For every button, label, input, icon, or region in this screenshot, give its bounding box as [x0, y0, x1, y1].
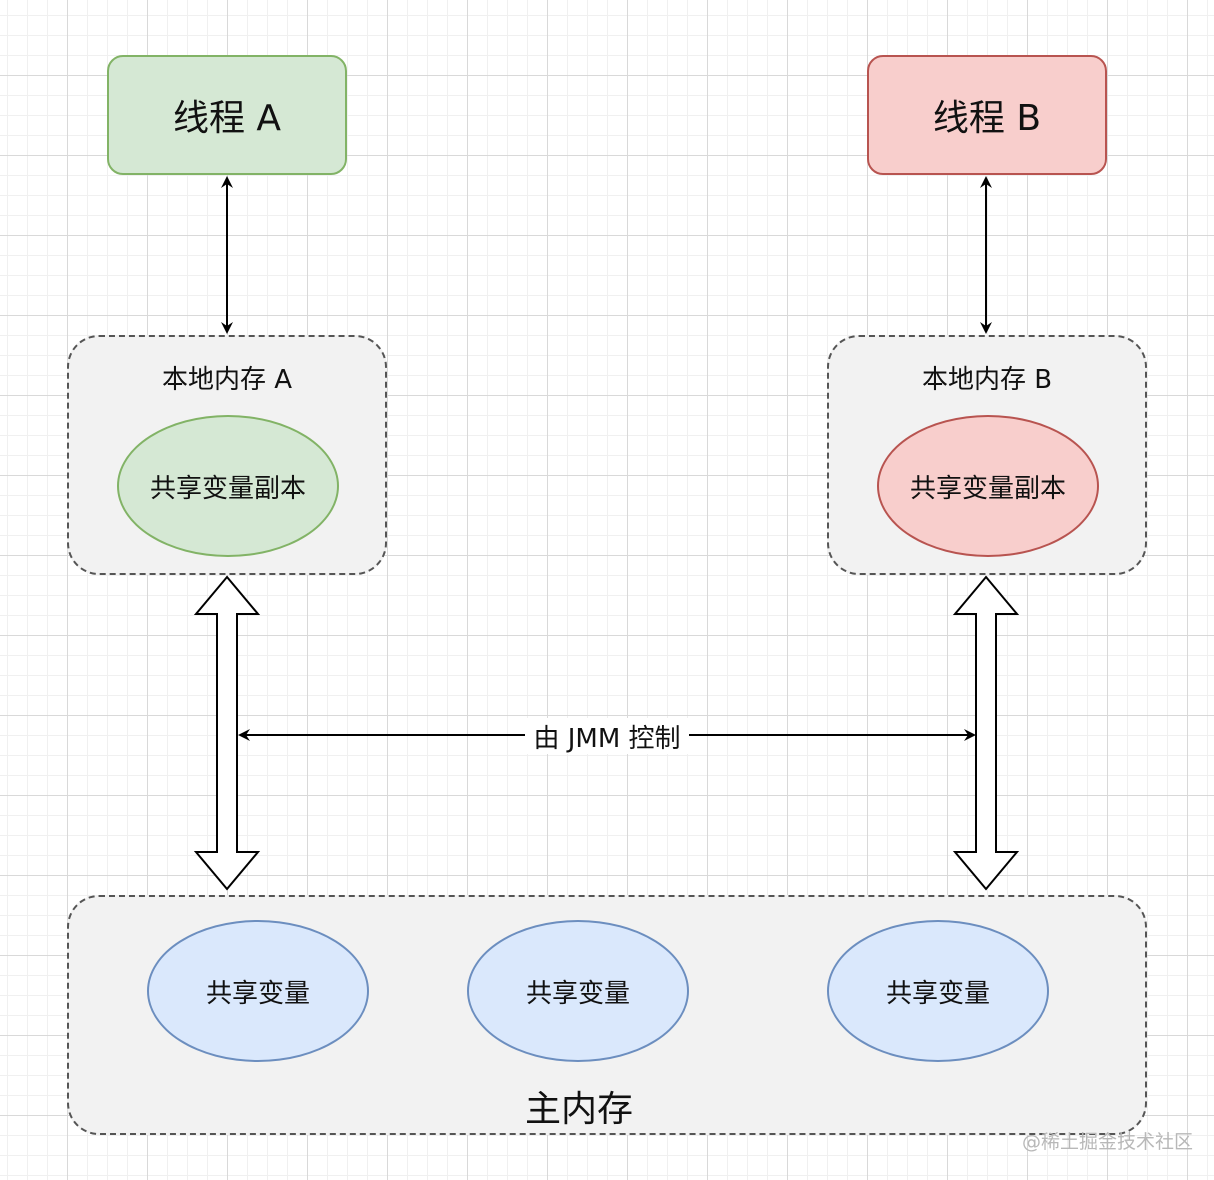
- hollow-double-arrow-a: [193, 575, 261, 891]
- shared-variable-3-label: 共享变量: [885, 978, 990, 1009]
- local-memory-b-title: 本地内存 B: [921, 365, 1053, 395]
- local-memory-b-container[interactable]: 本地内存 B 共享变量副本: [827, 335, 1147, 575]
- main-memory-title: 主内存: [524, 1089, 633, 1130]
- shared-variable-2-label: 共享变量: [525, 978, 630, 1009]
- jmm-label-text: 由 JMM 控制: [533, 723, 681, 754]
- thread-a-box[interactable]: 线程 A: [107, 55, 347, 175]
- thread-b-label: 线程 B: [932, 98, 1042, 139]
- thread-b-box[interactable]: 线程 B: [867, 55, 1107, 175]
- shared-variable-3[interactable]: 共享变量: [827, 920, 1049, 1062]
- local-memory-a-title: 本地内存 A: [161, 365, 293, 395]
- watermark: @稀土掘金技术社区: [1022, 1131, 1194, 1153]
- shared-variable-copy-a[interactable]: 共享变量副本: [117, 415, 339, 557]
- shared-variable-1[interactable]: 共享变量: [147, 920, 369, 1062]
- shared-variable-2[interactable]: 共享变量: [467, 920, 689, 1062]
- local-memory-a-container[interactable]: 本地内存 A 共享变量副本: [67, 335, 387, 575]
- shared-variable-copy-b-label: 共享变量副本: [909, 473, 1066, 504]
- main-memory-container[interactable]: 共享变量 共享变量 共享变量 主内存: [67, 895, 1147, 1135]
- thread-a-label: 线程 A: [172, 98, 282, 139]
- shared-variable-copy-a-label: 共享变量副本: [149, 473, 306, 504]
- shared-variable-1-label: 共享变量: [205, 978, 310, 1009]
- hollow-double-arrow-b: [952, 575, 1020, 891]
- jmm-label: 由 JMM 控制: [525, 718, 689, 754]
- shared-variable-copy-b[interactable]: 共享变量副本: [877, 415, 1099, 557]
